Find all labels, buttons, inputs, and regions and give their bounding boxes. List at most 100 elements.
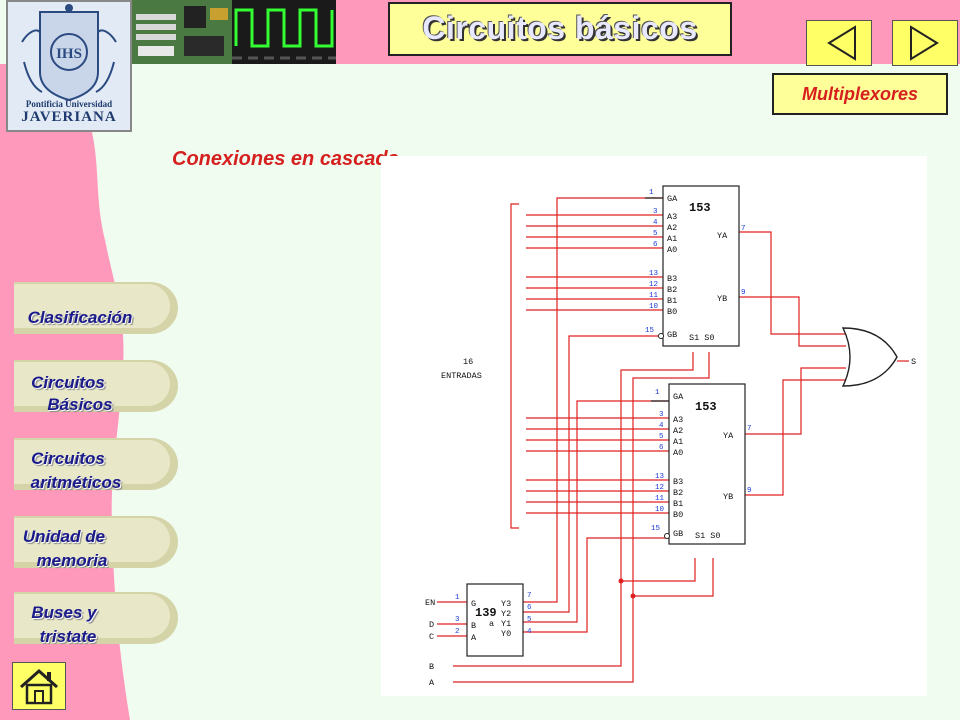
pin-number: 15 xyxy=(645,327,655,335)
pin-number: 6 xyxy=(527,604,532,612)
sidebar-item-label: memoria xyxy=(36,551,108,570)
decoder-name: 139 xyxy=(475,606,497,620)
pin-label: A1 xyxy=(667,234,677,244)
pin-label: Y3 xyxy=(501,599,511,609)
pill-button-shape xyxy=(14,592,178,644)
pin-number: 1 xyxy=(655,389,660,397)
pin-label: A0 xyxy=(667,245,677,255)
section-label: Multiplexores xyxy=(801,84,919,104)
pin-number: 3 xyxy=(659,411,664,419)
inputs-label: ENTRADAS xyxy=(441,371,482,381)
sidebar-item-unidad-memoria[interactable]: Unidad de memoria xyxy=(0,510,180,572)
sidebar-item-label: Unidad de xyxy=(22,527,106,546)
pin-number: 15 xyxy=(651,525,661,533)
output-label: S xyxy=(911,357,916,367)
cascade-circuit-diagram: 153 GA A3 A2 A1 A0 B3 B2 B1 B0 GB YA YB … xyxy=(381,156,927,696)
sidebar-item-circuitos-basicos[interactable]: Circuitos Básicos xyxy=(0,354,180,416)
pin-number: 3 xyxy=(455,616,460,624)
pin-label: YA xyxy=(717,231,728,241)
slide-subtitle: Conexiones en cascada xyxy=(172,148,399,170)
pin-label: B0 xyxy=(667,307,677,317)
pin-label: YB xyxy=(717,294,727,304)
pin-label: A2 xyxy=(673,426,683,436)
sidebar-item-buses-tristate[interactable]: Buses y tristate xyxy=(0,586,180,648)
pin-number: 11 xyxy=(655,495,665,503)
pin-label: GB xyxy=(673,529,683,539)
input-c-label: C xyxy=(429,632,434,642)
chip2-name: 153 xyxy=(695,400,717,414)
sidebar-item-label: aritméticos xyxy=(30,473,122,492)
schematic: 153 GA A3 A2 A1 A0 B3 B2 B1 B0 GB YA YB … xyxy=(425,185,916,688)
pin-number: 5 xyxy=(527,616,532,624)
pin-label: B3 xyxy=(673,477,683,487)
pin-number: 4 xyxy=(653,219,658,227)
sidebar-item-circuitos-aritmeticos[interactable]: Circuitos aritméticos xyxy=(0,432,180,494)
svg-text:IHS: IHS xyxy=(56,46,82,62)
pin-label: B1 xyxy=(667,296,677,306)
pin-number: 7 xyxy=(747,425,752,433)
pin-label: A xyxy=(471,633,477,643)
pin-label: A2 xyxy=(667,223,677,233)
house-icon xyxy=(20,668,58,705)
pill-button-shape xyxy=(14,360,178,412)
sidebar-item-label: Buses y xyxy=(31,603,97,622)
pin-label: B xyxy=(471,621,476,631)
pill-button-shape xyxy=(14,438,178,490)
pin-number: 10 xyxy=(649,303,659,311)
pin-label: G xyxy=(471,599,476,609)
sidebar-item-label: tristate xyxy=(39,627,97,646)
sidebar-item-label: Circuitos xyxy=(31,373,105,392)
pin-number: 9 xyxy=(741,289,746,297)
inputs-count-label: 16 xyxy=(463,357,473,367)
input-a-label: A xyxy=(429,678,435,688)
page-title: Circuitos básicos xyxy=(422,10,698,46)
pin-number: 5 xyxy=(653,230,658,238)
pin-number: 13 xyxy=(649,270,659,278)
pin-label: B3 xyxy=(667,274,677,284)
logo-line1: Pontificia Universidad xyxy=(25,99,113,109)
pin-number: 12 xyxy=(655,484,664,492)
pin-label: GA xyxy=(673,392,684,402)
pin-number: 7 xyxy=(741,225,746,233)
home-button[interactable] xyxy=(12,662,66,710)
next-button[interactable] xyxy=(892,20,958,66)
pin-label: Y0 xyxy=(501,629,511,639)
pin-label: GB xyxy=(667,330,677,340)
previous-button[interactable] xyxy=(806,20,872,66)
sidebar-item-label: Circuitos xyxy=(31,449,105,468)
waveform-icon xyxy=(232,8,336,60)
pin-label: A1 xyxy=(673,437,683,447)
pin-label: S1 S0 xyxy=(689,333,715,343)
triangle-left-icon xyxy=(827,25,856,61)
section-label-box: Multiplexores xyxy=(772,73,948,115)
crest-icon: IHS xyxy=(21,4,117,102)
logo-line2: JAVERIANA xyxy=(21,109,117,125)
triangle-right-icon xyxy=(910,25,939,61)
input-d-label: D xyxy=(429,620,434,630)
pin-label: A3 xyxy=(667,212,677,222)
pin-label: S1 S0 xyxy=(695,531,721,541)
decoder-sub: a xyxy=(489,619,494,629)
pin-label: A0 xyxy=(673,448,683,458)
pin-number: 4 xyxy=(527,628,532,636)
or-gate xyxy=(841,327,898,387)
pin-number: 3 xyxy=(653,208,658,216)
pill-button-shape xyxy=(14,516,178,568)
chip1-name: 153 xyxy=(689,201,711,215)
sidebar-item-label: Clasificación xyxy=(27,308,133,327)
pin-label: Y1 xyxy=(501,619,511,629)
pin-number: 7 xyxy=(527,592,532,600)
university-logo: IHS Pontificia Universidad JAVERIANA xyxy=(6,0,132,132)
pill-button-shape xyxy=(14,282,178,334)
pin-number: 4 xyxy=(659,422,664,430)
pin-label: B2 xyxy=(667,285,677,295)
square-wave-image xyxy=(232,0,336,64)
input-en-label: EN xyxy=(425,598,435,608)
pin-label: GA xyxy=(667,194,678,204)
sidebar-item-clasificacion[interactable]: Clasificación xyxy=(0,276,180,338)
pin-label: YA xyxy=(723,431,734,441)
pin-number: 2 xyxy=(455,628,460,636)
pin-number: 12 xyxy=(649,281,658,289)
pin-number: 1 xyxy=(455,594,460,602)
